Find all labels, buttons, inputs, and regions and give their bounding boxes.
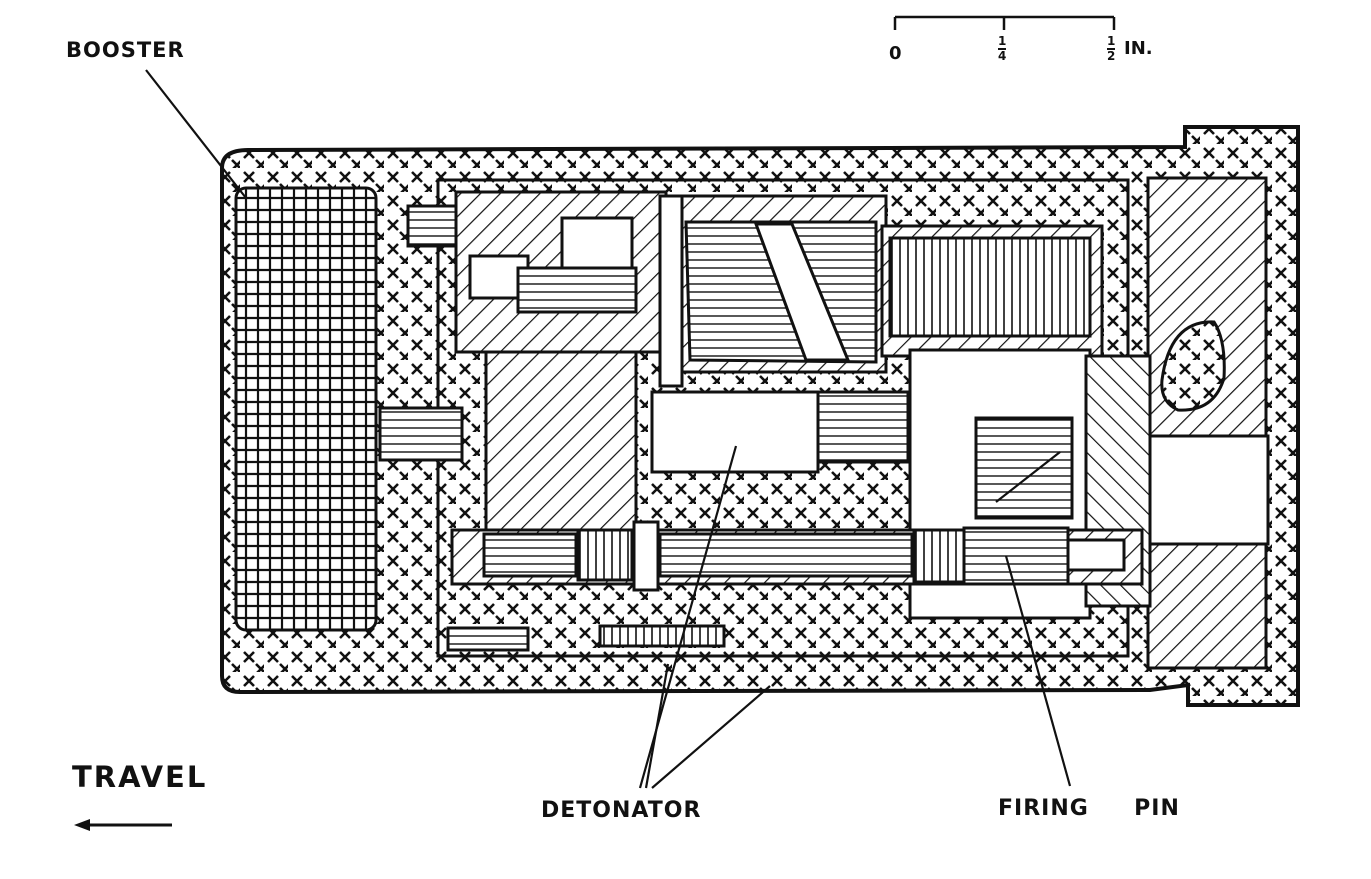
booster-charge <box>234 186 378 632</box>
shaft-segment-4 <box>658 532 914 578</box>
scale-label-quarter: 1 4 <box>998 34 1007 63</box>
scale-label-zero: 0 <box>889 43 902 64</box>
firing-pin-tip <box>1066 538 1126 572</box>
firing-pin-head <box>974 416 1074 520</box>
leader-lines <box>86 69 1072 827</box>
shaft-segment-2 <box>576 528 634 582</box>
spindle <box>658 194 684 388</box>
scale-unit-label: IN. <box>1124 38 1153 59</box>
fraction-bar <box>1107 48 1116 50</box>
rotor-block <box>484 338 638 532</box>
upper-sleeve-c <box>516 266 638 314</box>
scale-label-half: 1 2 <box>1107 34 1116 63</box>
scale-half-denominator: 2 <box>1107 49 1116 63</box>
leader-booster <box>145 69 247 199</box>
label-booster: BOOSTER <box>66 38 185 62</box>
leader-detonator-2 <box>644 663 670 789</box>
booster-lead <box>378 406 464 462</box>
label-travel: TRAVEL <box>72 760 208 794</box>
travel-arrow-head <box>74 819 90 831</box>
striker-cup <box>1160 320 1226 412</box>
label-detonator: DETONATOR <box>541 798 702 823</box>
detonator-chamber <box>816 390 910 464</box>
lower-plate-2 <box>598 624 726 648</box>
shaft-segment-1 <box>482 532 578 578</box>
upper-sleeve-a <box>560 216 634 270</box>
leader-firing-pin-2 <box>995 451 1061 503</box>
cam-slot <box>753 222 851 362</box>
setback-weight <box>650 390 820 474</box>
scale-half-numerator: 1 <box>1107 34 1116 48</box>
spring <box>888 236 1092 338</box>
firing-pin-body <box>962 526 1070 586</box>
scale-bar <box>893 15 1116 30</box>
scale-quarter-numerator: 1 <box>998 34 1007 48</box>
mechanism <box>406 190 1270 652</box>
booster <box>234 186 464 632</box>
right-cap-bore <box>1146 176 1268 670</box>
leader-firing-pin <box>1004 555 1072 787</box>
upper-plug <box>406 204 460 248</box>
leader-detonator-3 <box>651 685 771 789</box>
shaft-segment-3 <box>632 520 660 592</box>
shaft-segment-5 <box>912 528 966 584</box>
label-firing-pin: FIRING PIN <box>998 796 1180 821</box>
lower-plate <box>446 626 530 652</box>
right-chamber <box>1148 434 1270 546</box>
fraction-bar <box>998 48 1007 50</box>
scale-quarter-denominator: 4 <box>998 49 1007 63</box>
